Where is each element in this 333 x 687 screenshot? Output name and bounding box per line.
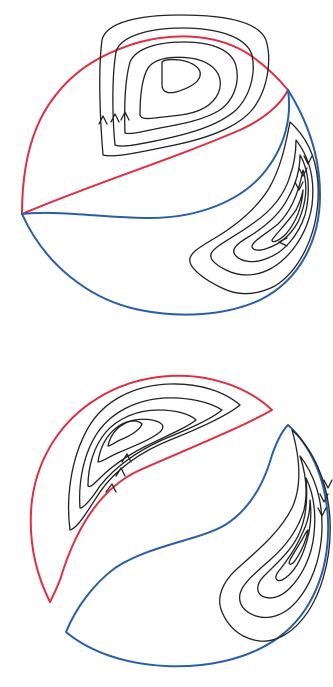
top-blue-boundary — [22, 90, 320, 315]
bottom-upper-streamline-4 — [98, 419, 163, 462]
bottom-upper-streamline-3 — [88, 410, 196, 487]
bottom-lower-vortex — [220, 430, 332, 641]
top-upper-arrow-2 — [111, 114, 119, 122]
top-panel — [22, 15, 320, 315]
top-lower-streamline-4 — [252, 170, 306, 250]
bottom-panel — [31, 376, 332, 667]
top-red-chord — [22, 90, 288, 214]
top-upper-streamline-5 — [162, 60, 200, 93]
bottom-lower-streamline-2 — [240, 456, 322, 617]
top-upper-streamline-4 — [140, 57, 220, 118]
bottom-blue-boundary — [66, 425, 328, 666]
